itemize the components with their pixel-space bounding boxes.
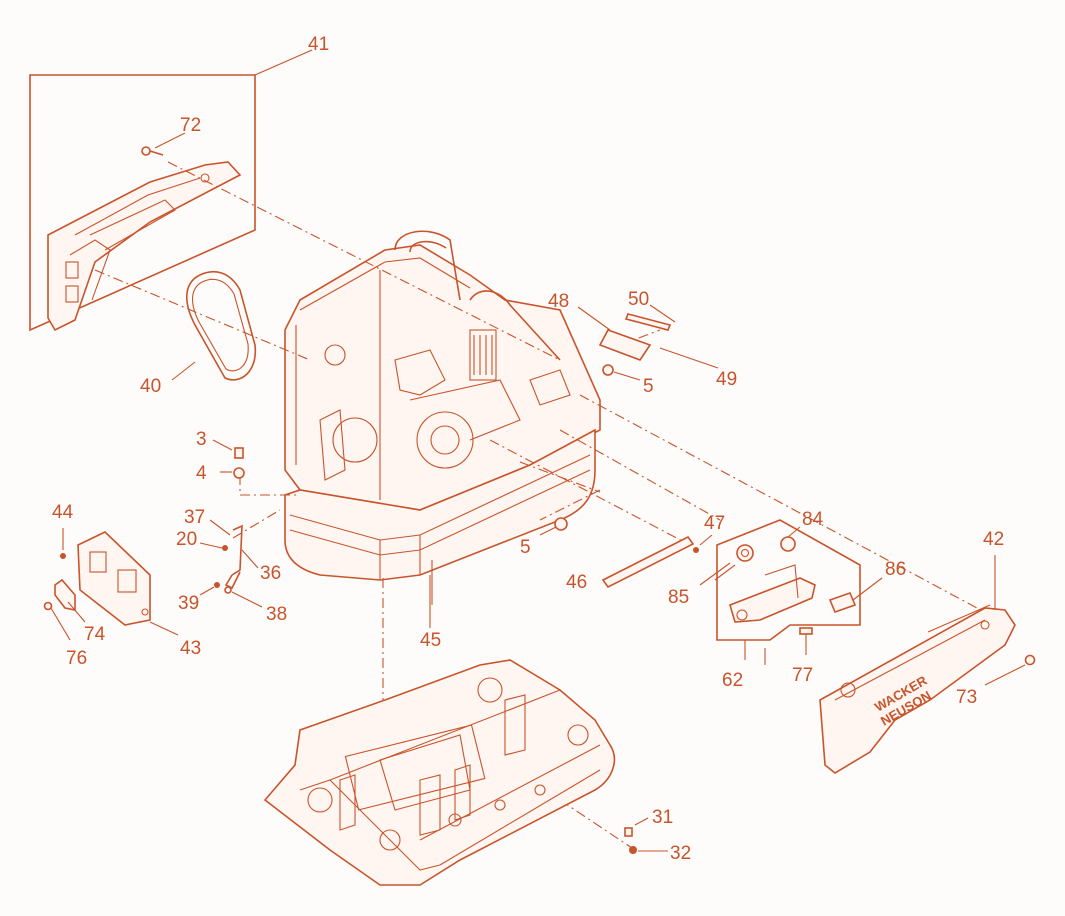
callout-42: 42 — [983, 529, 1004, 550]
callout-45: 45 — [420, 630, 441, 651]
callout-46: 46 — [566, 572, 587, 593]
part-plate-43 — [77, 531, 179, 636]
part-bolt-72 — [141, 132, 186, 156]
part-clamp-74 — [54, 578, 86, 623]
callout-labels: 41 72 40 48 50 49 5 3 4 44 37 20 36 39 3… — [52, 34, 1004, 864]
callout-3: 3 — [196, 429, 207, 450]
callout-84: 84 — [802, 509, 824, 530]
centerlines — [94, 161, 991, 849]
leaders — [429, 564, 766, 665]
part-screw-76 — [43, 601, 71, 641]
part-bolt-3-washer-4 — [212, 439, 245, 479]
callout-44: 44 — [52, 502, 74, 523]
callout-77: 77 — [792, 665, 813, 686]
part-engine-frame-45 — [284, 230, 601, 605]
callout-86: 86 — [885, 559, 906, 580]
callout-40: 40 — [140, 376, 161, 397]
callout-5-upper: 5 — [643, 376, 654, 397]
callout-43: 43 — [180, 638, 201, 659]
callout-41: 41 — [308, 34, 329, 55]
part-bolt-31-nut-32 — [624, 817, 668, 854]
callout-73: 73 — [956, 687, 977, 708]
callout-39: 39 — [178, 593, 199, 614]
part-rear-belt-guard — [47, 161, 242, 332]
part-bracket-62 — [699, 526, 883, 655]
callout-47: 47 — [704, 513, 725, 534]
part-base-plate — [263, 659, 616, 886]
callout-20: 20 — [176, 529, 197, 550]
part-front-belt-guard-42 — [819, 555, 1036, 774]
part-decal-48-bracket-50 — [577, 304, 719, 381]
callout-48: 48 — [548, 291, 569, 312]
callout-85: 85 — [668, 587, 689, 608]
callout-50: 50 — [628, 289, 649, 310]
callout-76: 76 — [66, 648, 87, 669]
callout-4: 4 — [196, 463, 207, 484]
part-rod-46 — [601, 534, 713, 589]
part-belt-40 — [171, 271, 257, 381]
callout-32: 32 — [670, 843, 691, 864]
part-nut-5-lower — [539, 517, 568, 536]
frame-41 — [29, 49, 313, 332]
frame-62 — [716, 519, 861, 660]
callout-72: 72 — [180, 115, 201, 136]
callout-36: 36 — [260, 563, 281, 584]
callout-49: 49 — [716, 369, 737, 390]
callout-38: 38 — [266, 604, 287, 625]
callout-5-lower: 5 — [520, 537, 531, 558]
part-screw-44 — [60, 528, 66, 559]
callout-62: 62 — [722, 670, 743, 691]
callout-74: 74 — [84, 624, 106, 645]
callout-31: 31 — [652, 807, 673, 828]
part-pull-rod-36 — [199, 519, 263, 608]
callout-37: 37 — [184, 507, 205, 528]
